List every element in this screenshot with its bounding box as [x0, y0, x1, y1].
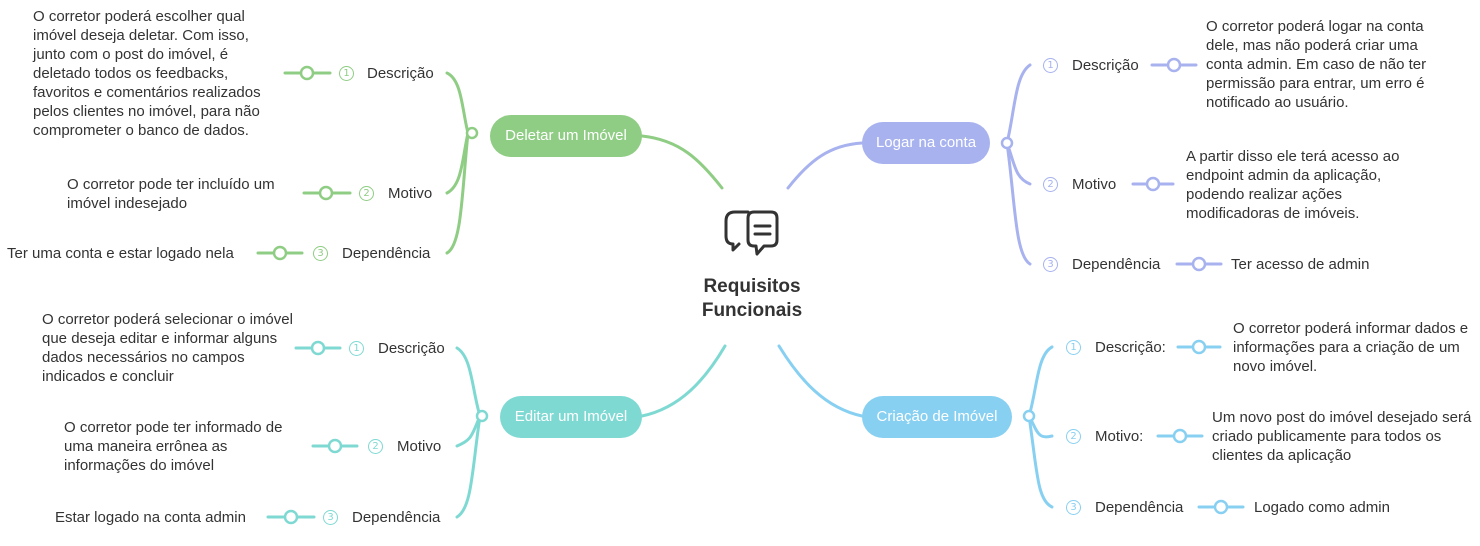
deletar-descricao-number: 1 — [339, 66, 354, 81]
editar-motivo-label[interactable]: Motivo — [397, 438, 442, 455]
logar-descricao-text: O corretor poderá logar na conta dele, m… — [1206, 18, 1427, 111]
deletar-dependencia-number: 3 — [313, 246, 328, 261]
deletar-motivo-label[interactable]: Motivo — [388, 185, 433, 202]
logar-motivo-label[interactable]: Motivo — [1072, 176, 1117, 193]
central-title-line1: Requisitos — [703, 276, 801, 297]
editar-descricao-text: O corretor poderá selecionar o imóvel qu… — [42, 311, 293, 385]
editar-descricao-number: 1 — [349, 341, 364, 356]
editar-dependencia-label[interactable]: Dependência — [352, 509, 441, 526]
central-title-line2: Funcionais — [701, 300, 803, 321]
chat-bubbles-icon — [724, 210, 779, 256]
editar-motivo-text: O corretor pode ter informado de uma man… — [64, 419, 283, 474]
logar-dependencia-label[interactable]: Dependência — [1072, 256, 1161, 273]
branch-logar-conta[interactable]: Logar na conta — [862, 122, 990, 164]
logar-motivo-text: A partir disso ele terá acesso ao endpoi… — [1186, 148, 1400, 222]
deletar-dependencia-label[interactable]: Dependência — [342, 245, 431, 262]
criacao-motivo-label[interactable]: Motivo: — [1095, 428, 1144, 445]
deletar-dependencia-text: Ter uma conta e estar logado nela — [7, 245, 234, 262]
criacao-motivo-text: Um novo post do imóvel desejado será cri… — [1212, 409, 1472, 464]
criacao-dependencia-number: 3 — [1066, 500, 1081, 515]
editar-dependencia-text: Estar logado na conta admin — [55, 509, 246, 526]
criacao-motivo-number: 2 — [1066, 429, 1081, 444]
criacao-descricao-label[interactable]: Descrição: — [1095, 339, 1166, 356]
branch-editar-imovel[interactable]: Editar um Imóvel — [500, 396, 642, 438]
criacao-descricao-text: O corretor poderá informar dados e infor… — [1233, 320, 1469, 375]
logar-dependencia-number: 3 — [1043, 257, 1058, 272]
logar-descricao-label[interactable]: Descrição — [1072, 57, 1139, 74]
branch-criacao-imovel[interactable]: Criação de Imóvel — [862, 396, 1012, 438]
criacao-descricao-number: 1 — [1066, 340, 1081, 355]
deletar-motivo-number: 2 — [359, 186, 374, 201]
branch-deletar-imovel[interactable]: Deletar um Imóvel — [490, 115, 642, 157]
logar-dependencia-text: Ter acesso de admin — [1231, 256, 1370, 273]
deletar-motivo-text: O corretor pode ter incluído um imóvel i… — [67, 176, 275, 212]
criacao-dependencia-label[interactable]: Dependência — [1095, 499, 1184, 516]
criacao-dependencia-text: Logado como admin — [1254, 499, 1390, 516]
editar-motivo-number: 2 — [368, 439, 383, 454]
central-topic[interactable]: Requisitos Funcionais — [660, 275, 844, 323]
editar-descricao-label[interactable]: Descrição — [378, 340, 445, 357]
deletar-descricao-label[interactable]: Descrição — [367, 65, 434, 82]
logar-motivo-number: 2 — [1043, 177, 1058, 192]
editar-dependencia-number: 3 — [323, 510, 338, 525]
deletar-descricao-text: O corretor poderá escolher qual imóvel d… — [33, 8, 261, 139]
logar-descricao-number: 1 — [1043, 58, 1058, 73]
